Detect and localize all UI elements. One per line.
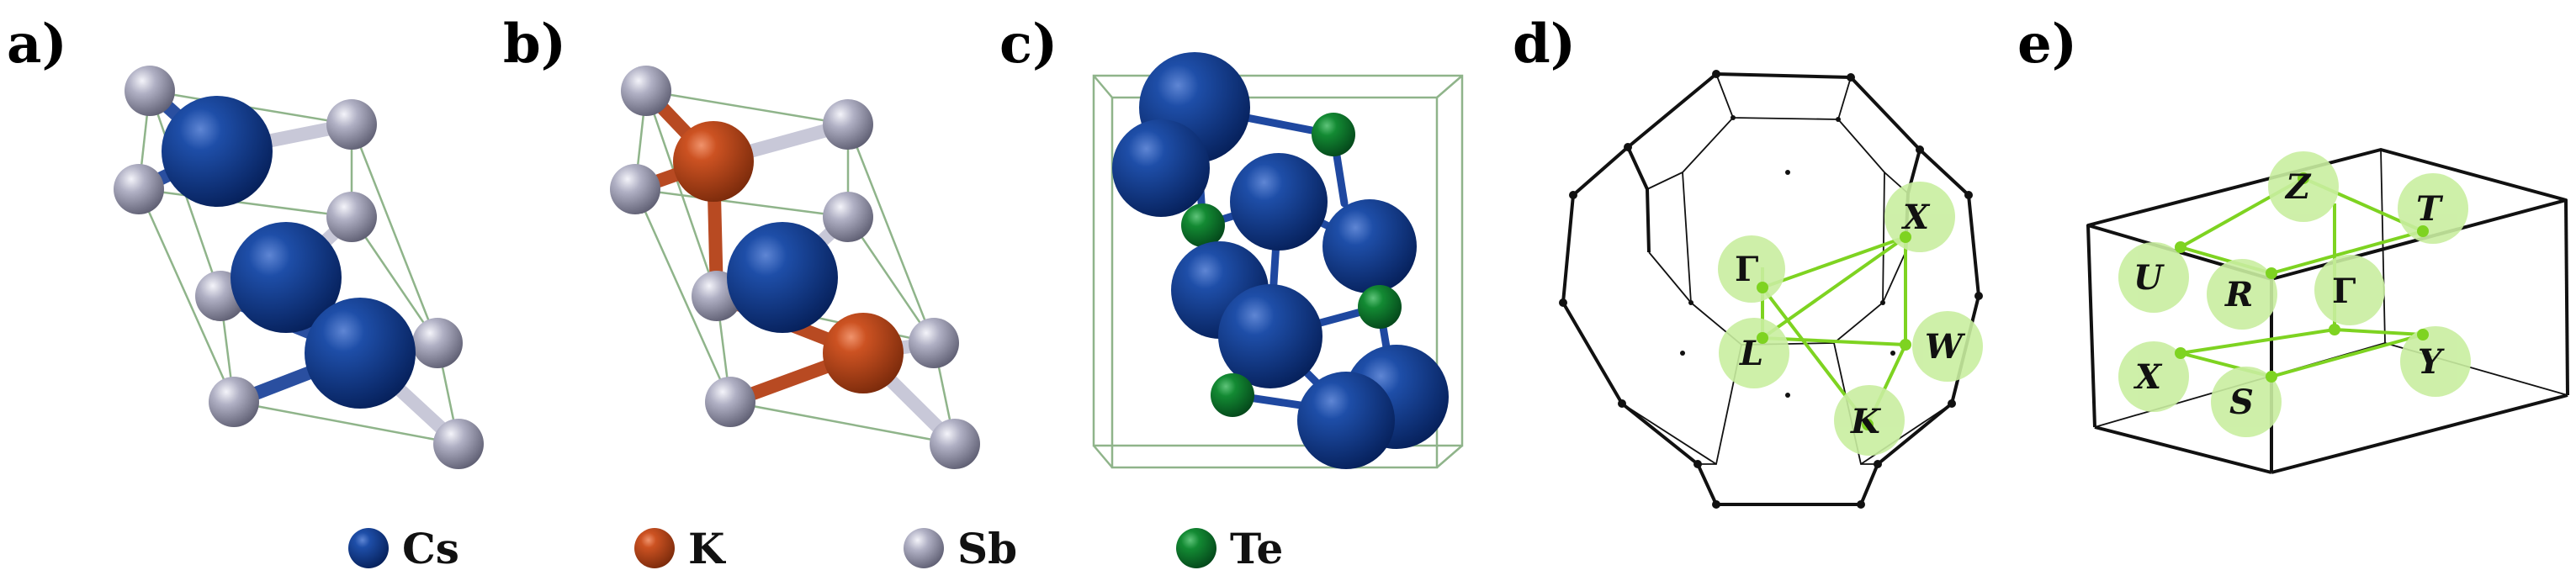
- sb-atom: [705, 377, 755, 427]
- k-atom: [673, 121, 754, 202]
- bz-ortho-kpoint-markers: [2118, 151, 2471, 437]
- kpoint-x-e: X: [2133, 357, 2163, 397]
- unit-cell-c: [1092, 74, 1464, 469]
- cs-atom: [162, 96, 273, 207]
- kpoint-y-e: Y: [2418, 342, 2445, 382]
- cs-atom: [1218, 284, 1322, 388]
- brillouin-zone-ortho: Z T U R Γ X S Y: [2086, 148, 2569, 474]
- sb-atom: [326, 192, 377, 242]
- cs-atom: [727, 222, 838, 333]
- bz-fcc-kpoint-dots: [1757, 231, 1911, 430]
- te-atom: [1358, 285, 1402, 329]
- panel-label-a: a): [7, 13, 67, 76]
- kpoint-k-d: K: [1850, 402, 1882, 441]
- legend-label-k: K: [688, 524, 726, 573]
- panel-label-c: c): [999, 13, 1057, 76]
- sb-atom: [610, 164, 660, 214]
- brillouin-zone-fcc: Γ X L W K: [1559, 70, 1983, 509]
- cs-atom: [1230, 153, 1328, 251]
- te-swatch: [1176, 528, 1216, 568]
- sb-atom: [412, 318, 463, 368]
- panel-label-d: d): [1513, 13, 1576, 76]
- cs-atom: [1322, 199, 1417, 293]
- kpoint-s-e: S: [2229, 383, 2254, 422]
- k-swatch: [634, 528, 675, 568]
- legend-label-te: Te: [1230, 524, 1283, 573]
- kpoint-gamma-e: Γ: [2332, 272, 2356, 311]
- sb-atom: [621, 66, 671, 116]
- cs-atom: [1112, 119, 1210, 217]
- legend-item-cs: Cs: [348, 524, 459, 573]
- legend-label-sb: Sb: [957, 524, 1017, 573]
- sb-atom: [326, 99, 377, 150]
- te-atom: [1211, 373, 1254, 417]
- k-atom: [823, 313, 904, 393]
- kpoint-u-e: U: [2133, 258, 2165, 298]
- legend-label-cs: Cs: [402, 524, 459, 573]
- kpoint-t-e: T: [2416, 189, 2444, 229]
- cs-swatch: [348, 528, 389, 568]
- legend-item-te: Te: [1176, 524, 1283, 573]
- kpoint-r-e: R: [2224, 275, 2253, 314]
- legend-item-sb: Sb: [904, 524, 1017, 573]
- sb-atom: [114, 164, 164, 214]
- sb-atom: [209, 377, 259, 427]
- sb-swatch: [904, 528, 944, 568]
- kpoint-gamma-d: Γ: [1735, 250, 1758, 289]
- sb-atom: [433, 419, 484, 469]
- cs-atom: [1297, 372, 1395, 469]
- cs-atom: [231, 222, 342, 333]
- sb-atom: [930, 419, 980, 469]
- kpoint-l-d: L: [1739, 334, 1763, 373]
- te-atom: [1181, 203, 1225, 247]
- cs-atom: [305, 298, 416, 409]
- legend-item-k: K: [634, 524, 726, 573]
- panel-label-e: e): [2017, 13, 2077, 76]
- kpoint-w-d: W: [1925, 327, 1966, 367]
- crystal-a: [114, 66, 484, 469]
- crystal-c: [1092, 52, 1464, 469]
- sb-atom: [823, 192, 873, 242]
- bz-fcc-vertices: [1559, 70, 1983, 509]
- kpoint-x-d: X: [1900, 198, 1931, 237]
- panel-label-b: b): [503, 13, 566, 76]
- sb-atom: [909, 318, 959, 368]
- sb-atom: [823, 99, 873, 150]
- crystal-b: [610, 66, 980, 469]
- bz-fcc-inner-edges: [1621, 73, 1953, 505]
- te-atom: [1312, 113, 1355, 156]
- legend: Cs K Sb Te: [348, 524, 1283, 573]
- bz-ortho-kpoint-dots: [2175, 172, 2429, 383]
- kpoint-z-e: Z: [2284, 167, 2312, 207]
- sb-atom: [125, 66, 175, 116]
